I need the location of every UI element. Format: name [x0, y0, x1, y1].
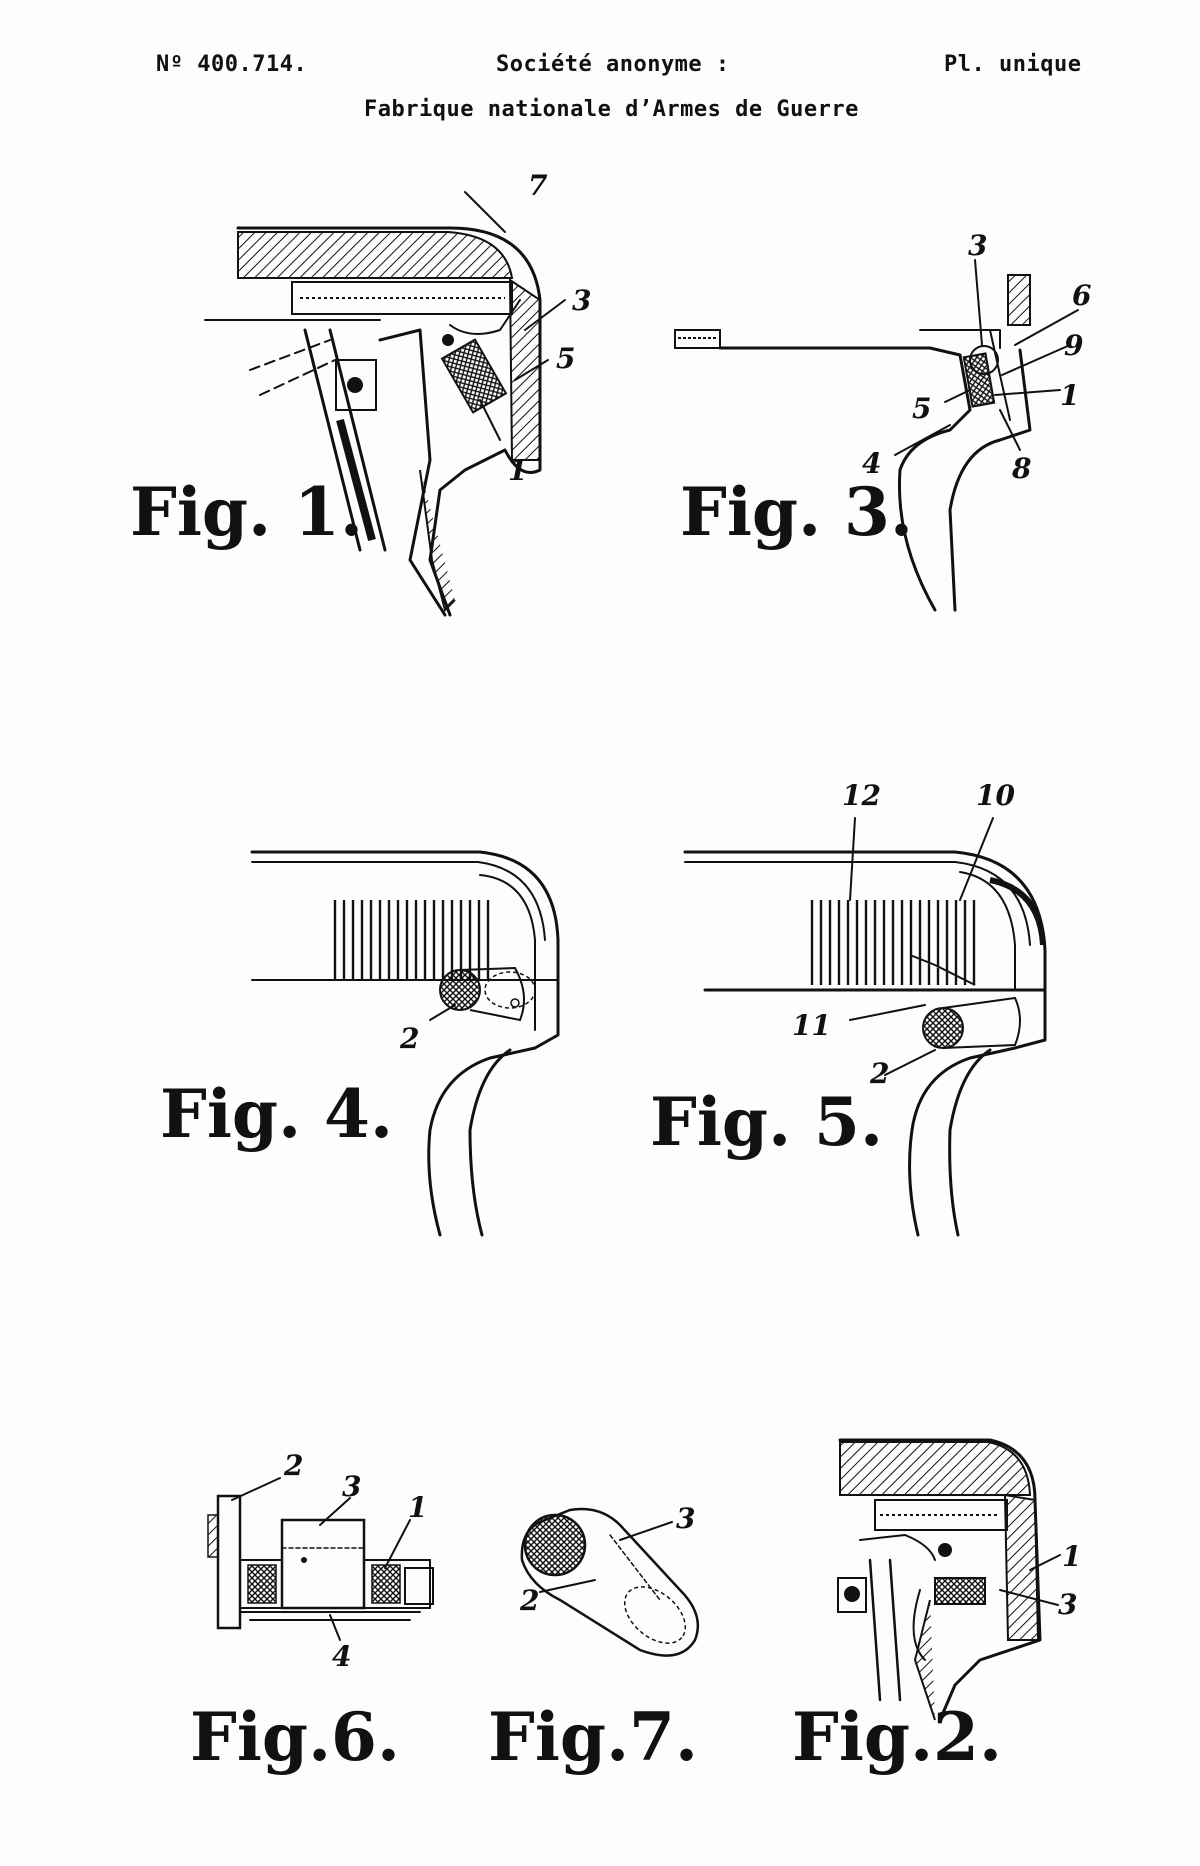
fig5-ref-11: 11 — [792, 1009, 831, 1042]
fig3-ref-6: 6 — [1072, 279, 1091, 312]
fig2-label: Fig.2. — [792, 1698, 1002, 1776]
fig7-label: Fig.7. — [488, 1698, 698, 1776]
company-type: Société anonyme : — [496, 52, 730, 77]
fig3-label: Fig. 3. — [680, 473, 913, 551]
fig6-ref-3: 3 — [342, 1470, 361, 1503]
fig1-label: Fig. 1. — [130, 473, 363, 551]
fig6-label: Fig.6. — [190, 1698, 400, 1776]
fig4-ref-2: 2 — [399, 1022, 419, 1055]
fig4-drawing — [250, 850, 560, 1237]
patent-number: Nº 400.714. — [156, 52, 308, 77]
fig1-ref-1: 1 — [508, 454, 527, 487]
fig4-label: Fig. 4. — [160, 1075, 393, 1153]
fig1-ref-7: 7 — [528, 169, 548, 202]
factory-name: Fabrique nationale d’Armes de Guerre — [364, 97, 859, 122]
fig1-ref-5: 5 — [556, 342, 575, 375]
fig3-ref-4: 4 — [862, 447, 881, 480]
fig3-ref-3: 3 — [968, 229, 987, 262]
fig3-ref-1: 1 — [1060, 379, 1079, 412]
fig3-ref-5: 5 — [912, 392, 931, 425]
fig5-drawing — [683, 817, 1047, 1237]
fig5-ref-10: 10 — [976, 779, 1015, 812]
fig1-drawing — [204, 191, 566, 617]
fig6-ref-1: 1 — [408, 1491, 427, 1524]
plate-label: Pl. unique — [944, 52, 1082, 77]
fig7-ref-2: 2 — [519, 1584, 539, 1617]
fig6-drawing — [207, 1477, 434, 1641]
fig3-drawing — [674, 259, 1079, 612]
fig5-ref-12: 12 — [842, 779, 881, 812]
fig3-ref-9: 9 — [1064, 329, 1083, 362]
fig7-drawing — [520, 1507, 700, 1657]
fig1-ref-3: 3 — [572, 284, 591, 317]
fig7-ref-3: 3 — [676, 1502, 695, 1535]
fig2-drawing — [837, 1438, 1061, 1722]
fig5-label: Fig. 5. — [650, 1083, 883, 1161]
fig6-ref-4: 4 — [332, 1640, 351, 1673]
fig3-ref-8: 8 — [1011, 452, 1031, 485]
fig2-ref-3: 3 — [1058, 1588, 1077, 1621]
fig5-ref-2: 2 — [869, 1057, 889, 1090]
fig6-ref-2: 2 — [283, 1449, 303, 1482]
fig2-ref-1: 1 — [1062, 1540, 1081, 1573]
